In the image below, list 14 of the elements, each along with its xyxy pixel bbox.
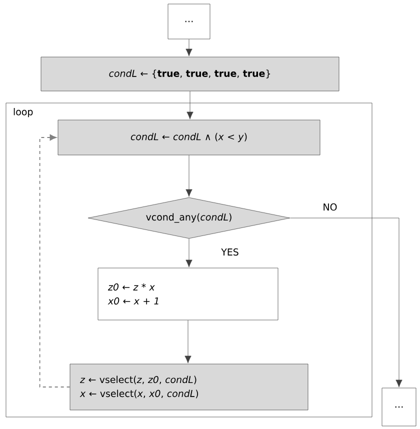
arrow [186,91,194,120]
arrow [290,218,402,388]
arrow [39,134,70,388]
arrow [184,320,192,364]
arrow [186,39,192,56]
process-box: z0 ← z * x x0 ← x + 1 [98,268,278,320]
process-box: condL ← condL ∧ (x < y) [58,120,320,156]
process-box: condL ← {true, true, true, true} [40,56,340,92]
process-box: … [168,4,210,40]
arrow [186,238,192,268]
loop-label: loop [14,108,33,118]
process-box: … [382,388,416,426]
process-box: z ← vselect(z, z0, condL) x ← vselect(x, x0, condL) [70,364,308,410]
arrow [186,155,192,197]
